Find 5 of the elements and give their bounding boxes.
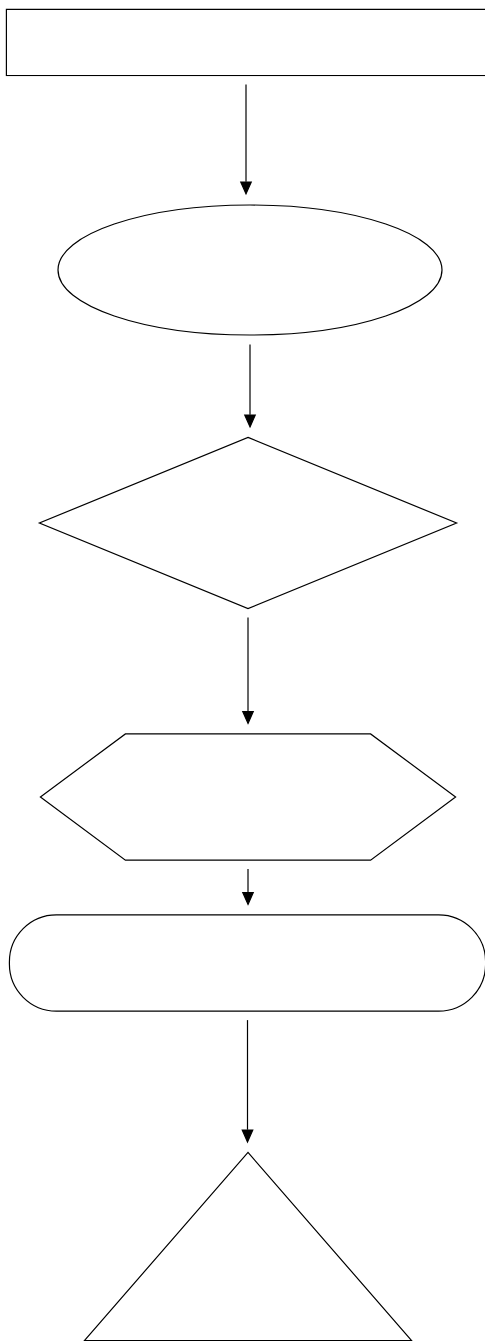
terminator-shape — [8, 914, 485, 1012]
ellipse-shape — [57, 204, 443, 336]
process-box — [5, 8, 485, 77]
preparation-hexagon — [39, 733, 457, 861]
triangle-shape — [83, 1151, 413, 1341]
